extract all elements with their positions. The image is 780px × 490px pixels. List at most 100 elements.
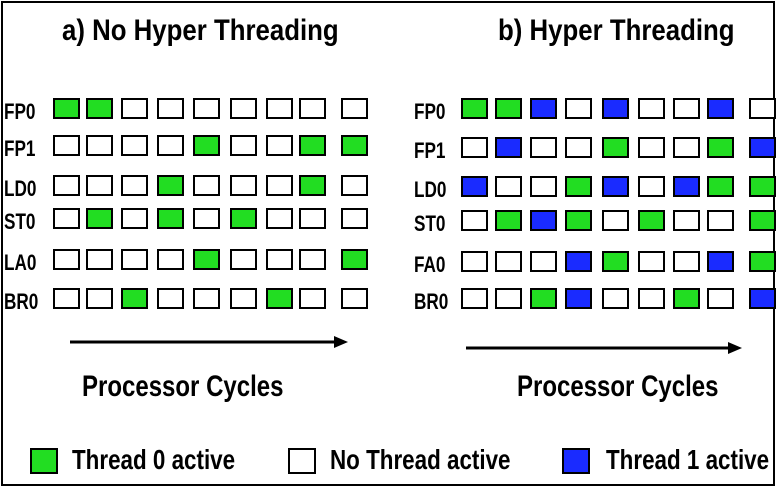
cycle-cell-ld0-8-none	[341, 175, 368, 196]
cycle-cell-br0-4-none	[193, 288, 220, 309]
panel-a-cycle-arrow	[70, 336, 348, 348]
cycle-cell-ld0-2-none	[530, 176, 557, 197]
legend-none-label: No Thread active	[330, 444, 511, 475]
cycle-cell-br0-7-none	[299, 288, 326, 309]
cycle-cell-ld0-7-thread0	[299, 175, 326, 196]
cycle-cell-br0-7-none	[707, 288, 734, 309]
cycle-cell-fp0-3-none	[157, 98, 184, 119]
cycle-cell-ld0-3-thread0	[565, 176, 592, 197]
cycle-cell-la0-2-none	[121, 249, 148, 270]
cycle-cell-ld0-3-thread0	[157, 175, 184, 196]
cycle-cell-fa0-3-thread1	[565, 251, 592, 272]
row-label-fp1: FP1	[4, 136, 36, 161]
cycle-cell-fp1-7-thread0	[707, 137, 734, 158]
cycle-cell-br0-6-thread0	[673, 288, 700, 309]
cycle-cell-fp1-0-none	[53, 135, 80, 156]
cycle-cell-br0-0-none	[53, 288, 80, 309]
row-label-fp1: FP1	[414, 138, 446, 163]
row-label-la0: LA0	[4, 250, 37, 275]
cycle-cell-fp1-4-thread0	[193, 135, 220, 156]
panel-a-title: a) No Hyper Threading	[62, 14, 339, 47]
row-label-ld0: LD0	[4, 176, 37, 201]
cycle-cell-st0-0-none	[53, 208, 80, 229]
cycle-cell-la0-1-none	[86, 249, 113, 270]
cycle-cell-br0-0-none	[461, 288, 488, 309]
cycle-cell-fp0-5-none	[230, 98, 257, 119]
cycle-cell-fp1-8-thread0	[341, 135, 368, 156]
cycle-cell-fp1-1-thread1	[495, 137, 522, 158]
panel-b-axis-label: Processor Cycles	[517, 370, 719, 403]
cycle-cell-br0-3-none	[157, 288, 184, 309]
cycle-cell-fp1-7-thread0	[299, 135, 326, 156]
cycle-cell-la0-8-thread0	[341, 249, 368, 270]
cycle-cell-fp0-0-thread0	[461, 98, 488, 119]
row-label-br0: BR0	[4, 289, 39, 314]
cycle-cell-br0-1-none	[495, 288, 522, 309]
cycle-cell-fp1-5-none	[638, 137, 665, 158]
cycle-cell-st0-4-none	[193, 208, 220, 229]
cycle-cell-br0-4-none	[602, 288, 629, 309]
cycle-cell-br0-3-thread1	[565, 288, 592, 309]
cycle-cell-st0-8-thread0	[749, 210, 776, 231]
cycle-cell-fp0-7-thread1	[707, 98, 734, 119]
cycle-cell-ld0-8-thread0	[749, 176, 776, 197]
cycle-cell-fp0-6-none	[266, 98, 293, 119]
cycle-cell-ld0-5-none	[638, 176, 665, 197]
cycle-cell-st0-3-thread0	[157, 208, 184, 229]
cycle-cell-ld0-0-none	[53, 175, 80, 196]
cycle-cell-ld0-7-thread0	[707, 176, 734, 197]
cycle-cell-st0-1-thread0	[86, 208, 113, 229]
cycle-cell-ld0-2-none	[121, 175, 148, 196]
cycle-cell-fp0-2-thread1	[530, 98, 557, 119]
cycle-cell-fp0-5-none	[638, 98, 665, 119]
cycle-cell-ld0-6-thread1	[673, 176, 700, 197]
cycle-cell-fa0-2-none	[530, 251, 557, 272]
legend-none-swatch	[288, 448, 316, 474]
cycle-cell-fp0-3-none	[565, 98, 592, 119]
cycle-cell-ld0-6-none	[266, 175, 293, 196]
cycle-cell-st0-5-thread0	[638, 210, 665, 231]
cycle-cell-fp1-8-thread1	[749, 137, 776, 158]
cycle-cell-fp0-8-none	[749, 98, 776, 119]
cycle-cell-st0-2-thread1	[530, 210, 557, 231]
cycle-cell-ld0-4-thread1	[602, 176, 629, 197]
cycle-cell-fp0-1-thread0	[86, 98, 113, 119]
cycle-cell-st0-7-none	[707, 210, 734, 231]
legend-thread0-swatch	[30, 448, 58, 474]
cycle-cell-fp0-4-thread1	[602, 98, 629, 119]
cycle-cell-fp1-3-none	[565, 137, 592, 158]
cycle-cell-ld0-0-thread1	[461, 176, 488, 197]
cycle-cell-fp0-7-none	[299, 98, 326, 119]
cycle-cell-br0-2-thread0	[121, 288, 148, 309]
cycle-cell-fp0-2-none	[121, 98, 148, 119]
cycle-cell-fp0-6-none	[673, 98, 700, 119]
cycle-cell-fp0-8-none	[341, 98, 368, 119]
cycle-cell-la0-6-none	[266, 249, 293, 270]
cycle-cell-st0-7-none	[299, 208, 326, 229]
cycle-cell-fp0-1-thread0	[495, 98, 522, 119]
cycle-cell-la0-3-none	[157, 249, 184, 270]
cycle-cell-ld0-5-none	[230, 175, 257, 196]
row-label-ld0: LD0	[414, 177, 447, 202]
row-label-st0: ST0	[4, 209, 36, 234]
cycle-cell-fp1-0-none	[461, 137, 488, 158]
cycle-cell-ld0-4-none	[193, 175, 220, 196]
legend-thread1-label: Thread 1 active	[606, 444, 770, 475]
row-label-st0: ST0	[414, 211, 446, 236]
cycle-cell-fp1-5-none	[230, 135, 257, 156]
cycle-cell-br0-6-thread0	[266, 288, 293, 309]
cycle-cell-la0-7-none	[299, 249, 326, 270]
cycle-cell-st0-0-none	[461, 210, 488, 231]
cycle-cell-st0-4-none	[602, 210, 629, 231]
cycle-cell-st0-6-none	[673, 210, 700, 231]
cycle-cell-la0-0-none	[53, 249, 80, 270]
row-label-fp0: FP0	[4, 99, 36, 124]
cycle-cell-st0-5-thread0	[230, 208, 257, 229]
panel-b-title: b) Hyper Threading	[498, 14, 735, 47]
legend-thread1-swatch	[562, 448, 590, 474]
cycle-cell-fp1-2-none	[121, 135, 148, 156]
cycle-cell-br0-5-none	[230, 288, 257, 309]
panel-b-cycle-arrow	[466, 342, 742, 354]
cycle-cell-br0-8-none	[341, 288, 368, 309]
